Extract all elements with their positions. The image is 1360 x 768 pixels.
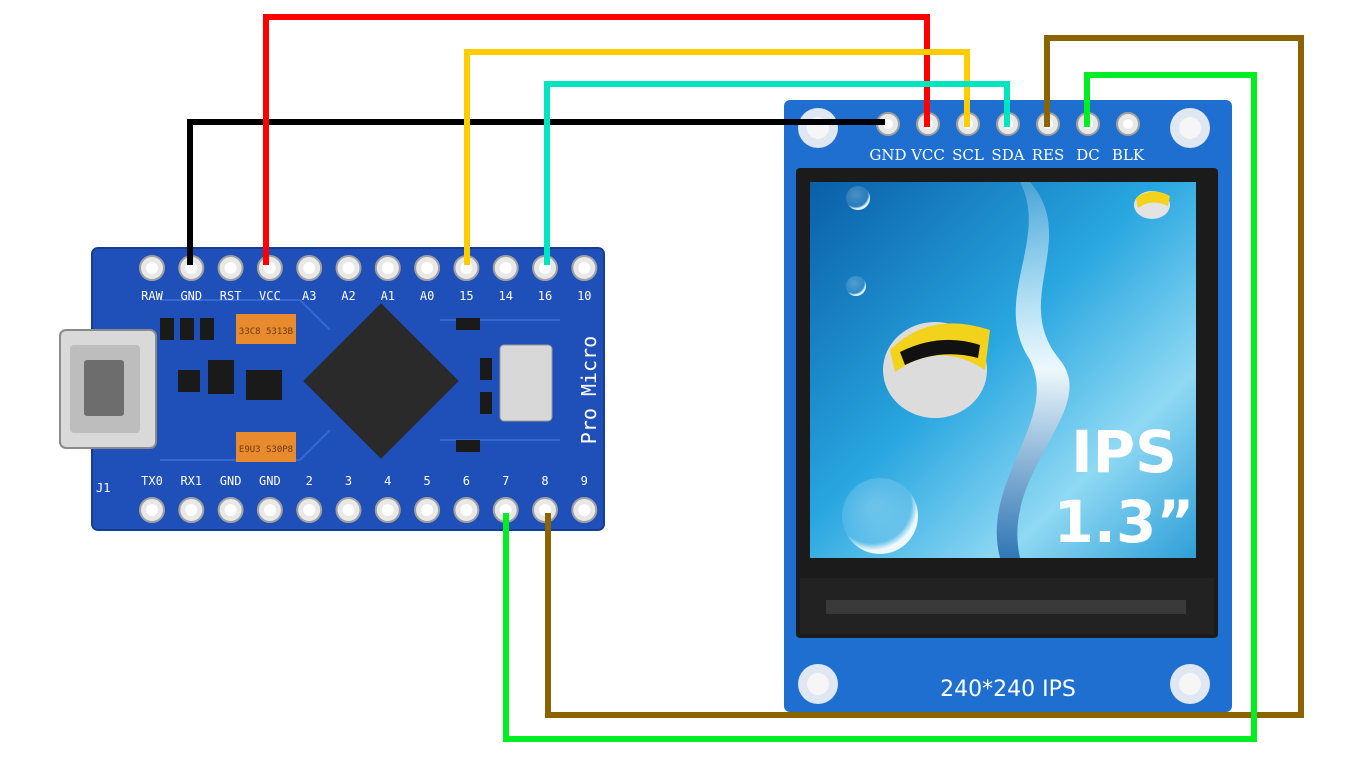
resolution-label: 240*240 IPS (940, 677, 1076, 702)
lcd-pin-label: SCL (952, 146, 984, 164)
wire-15-to-scl (464, 49, 970, 265)
pin-label: 5 (423, 474, 430, 488)
board-label: Pro Micro (577, 336, 601, 444)
mounting-hole (1170, 108, 1210, 148)
pin-label: A0 (420, 289, 434, 303)
chip1-text: 33C8 5313B (239, 327, 293, 337)
pin-label: 14 (498, 289, 512, 303)
pin-10: 10 (571, 255, 598, 303)
wire-vcc-to-vcc (263, 14, 930, 265)
tantalum-capacitor-top: 33C8 5313B (236, 314, 296, 344)
crystal-oscillator (499, 344, 553, 422)
wire-16-to-sda (544, 81, 1010, 265)
lcd-pin-label: RES (1032, 146, 1065, 164)
water-splash (996, 182, 1070, 558)
small-fish-illustration (1134, 191, 1170, 219)
pin-label: 7 (502, 474, 509, 488)
pin-15: 15 (453, 255, 480, 303)
pin-label: A3 (302, 289, 316, 303)
pin-label: 8 (541, 474, 548, 488)
pin-label: RAW (141, 289, 163, 303)
mounting-hole (798, 108, 838, 148)
pin-9: 9 (571, 474, 598, 523)
mounting-hole (1170, 664, 1210, 704)
pin-label: GND (220, 474, 242, 488)
pin-label: 10 (577, 289, 591, 303)
pin-16: 16 (532, 255, 558, 303)
wire-8-to-res (545, 35, 1304, 718)
pin-label: VCC (259, 289, 281, 303)
overlay-size: 1.3” (1054, 488, 1195, 556)
pin-4: 4 (374, 474, 401, 523)
wire-gnd-to-gnd (187, 119, 885, 265)
pin-a1: A1 (374, 255, 401, 303)
lcd-pin-label: VCC (910, 146, 945, 164)
pin-gnd: GND (178, 255, 205, 303)
usb-connector (59, 329, 157, 449)
pin-label: GND (259, 474, 281, 488)
pin-gnd: GND (256, 474, 283, 523)
pin-rst: RST (217, 255, 244, 303)
bubble (846, 186, 870, 210)
pro-micro-board: 33C8 5313B E9U3 S30P8 Pro Micro J1 RAW GN… (59, 247, 605, 531)
corner-label: J1 (96, 481, 110, 495)
wires (187, 14, 1304, 742)
pin-label: 3 (345, 474, 352, 488)
lcd-pin-label: DC (1076, 146, 1100, 164)
microcontroller-chip (303, 303, 459, 459)
overlay-ips: IPS (1071, 418, 1177, 486)
lcd-pin-label: SDA (991, 146, 1024, 164)
pin-label: A1 (381, 289, 395, 303)
pin-label: 16 (538, 289, 552, 303)
pin-label: A2 (341, 289, 355, 303)
pin-label: RX1 (180, 474, 202, 488)
lcd-pin-gnd: GND (869, 112, 907, 164)
pin-a3: A3 (296, 255, 323, 303)
pin-label: 6 (463, 474, 470, 488)
pin-label: 9 (581, 474, 588, 488)
pin-label: 15 (459, 289, 473, 303)
bottom-pin-row: TX0 RX1 GND GND 2 3 4 5 6 7 8 9 (139, 474, 598, 523)
pin-5: 5 (414, 474, 441, 523)
pin-label: 4 (384, 474, 391, 488)
chip2-text: E9U3 S30P8 (239, 445, 293, 455)
pin-2: 2 (296, 474, 323, 523)
wire-7-to-dc (503, 72, 1257, 742)
pin-a0: A0 (414, 255, 441, 303)
bubble (846, 276, 866, 296)
tantalum-capacitor-bottom: E9U3 S30P8 (236, 432, 296, 462)
pin-6: 6 (453, 474, 480, 523)
pin-label: GND (180, 289, 202, 303)
pin-3: 3 (335, 474, 362, 523)
pin-14: 14 (492, 255, 519, 303)
lcd-pin-label: BLK (1112, 146, 1145, 164)
pin-tx0: TX0 (139, 474, 165, 523)
pin-raw: RAW (139, 255, 165, 303)
pin-a2: A2 (335, 255, 362, 303)
lcd-pin-label: GND (869, 146, 906, 164)
pin-label: TX0 (141, 474, 163, 488)
mounting-hole (798, 664, 838, 704)
pin-label: RST (220, 289, 242, 303)
lcd-pin-blk: BLK (1112, 112, 1145, 164)
bubble (842, 478, 918, 554)
pin-gnd: GND (217, 474, 244, 523)
pin-rx1: RX1 (178, 474, 205, 523)
pin-label: 2 (306, 474, 313, 488)
fish-illustration (883, 322, 990, 418)
